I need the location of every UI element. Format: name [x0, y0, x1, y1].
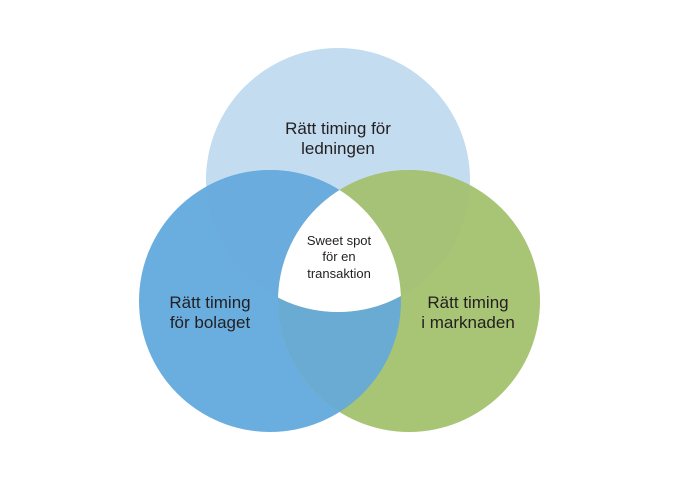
label-top-circle: Rätt timing för ledningen [238, 119, 438, 160]
label-right-line-1: Rätt timing [427, 293, 509, 312]
center-sweet-spot [278, 170, 401, 312]
label-top-line-1: Rätt timing för [285, 119, 391, 138]
label-left-line-1: Rätt timing [169, 293, 251, 312]
label-center-line-2: för en [322, 249, 356, 265]
label-top-line-2: ledningen [301, 139, 375, 159]
label-left-line-2: för bolaget [169, 313, 251, 333]
label-center-line-1: Sweet spot [306, 233, 372, 248]
label-center-line-3: transaktion [307, 265, 371, 281]
label-left-circle: Rätt timing för bolaget [140, 293, 280, 334]
label-right-line-2: i marknaden [421, 313, 515, 333]
label-right-circle: Rätt timing i marknaden [398, 293, 538, 334]
label-center: Sweet spot för en transaktion [279, 233, 399, 282]
